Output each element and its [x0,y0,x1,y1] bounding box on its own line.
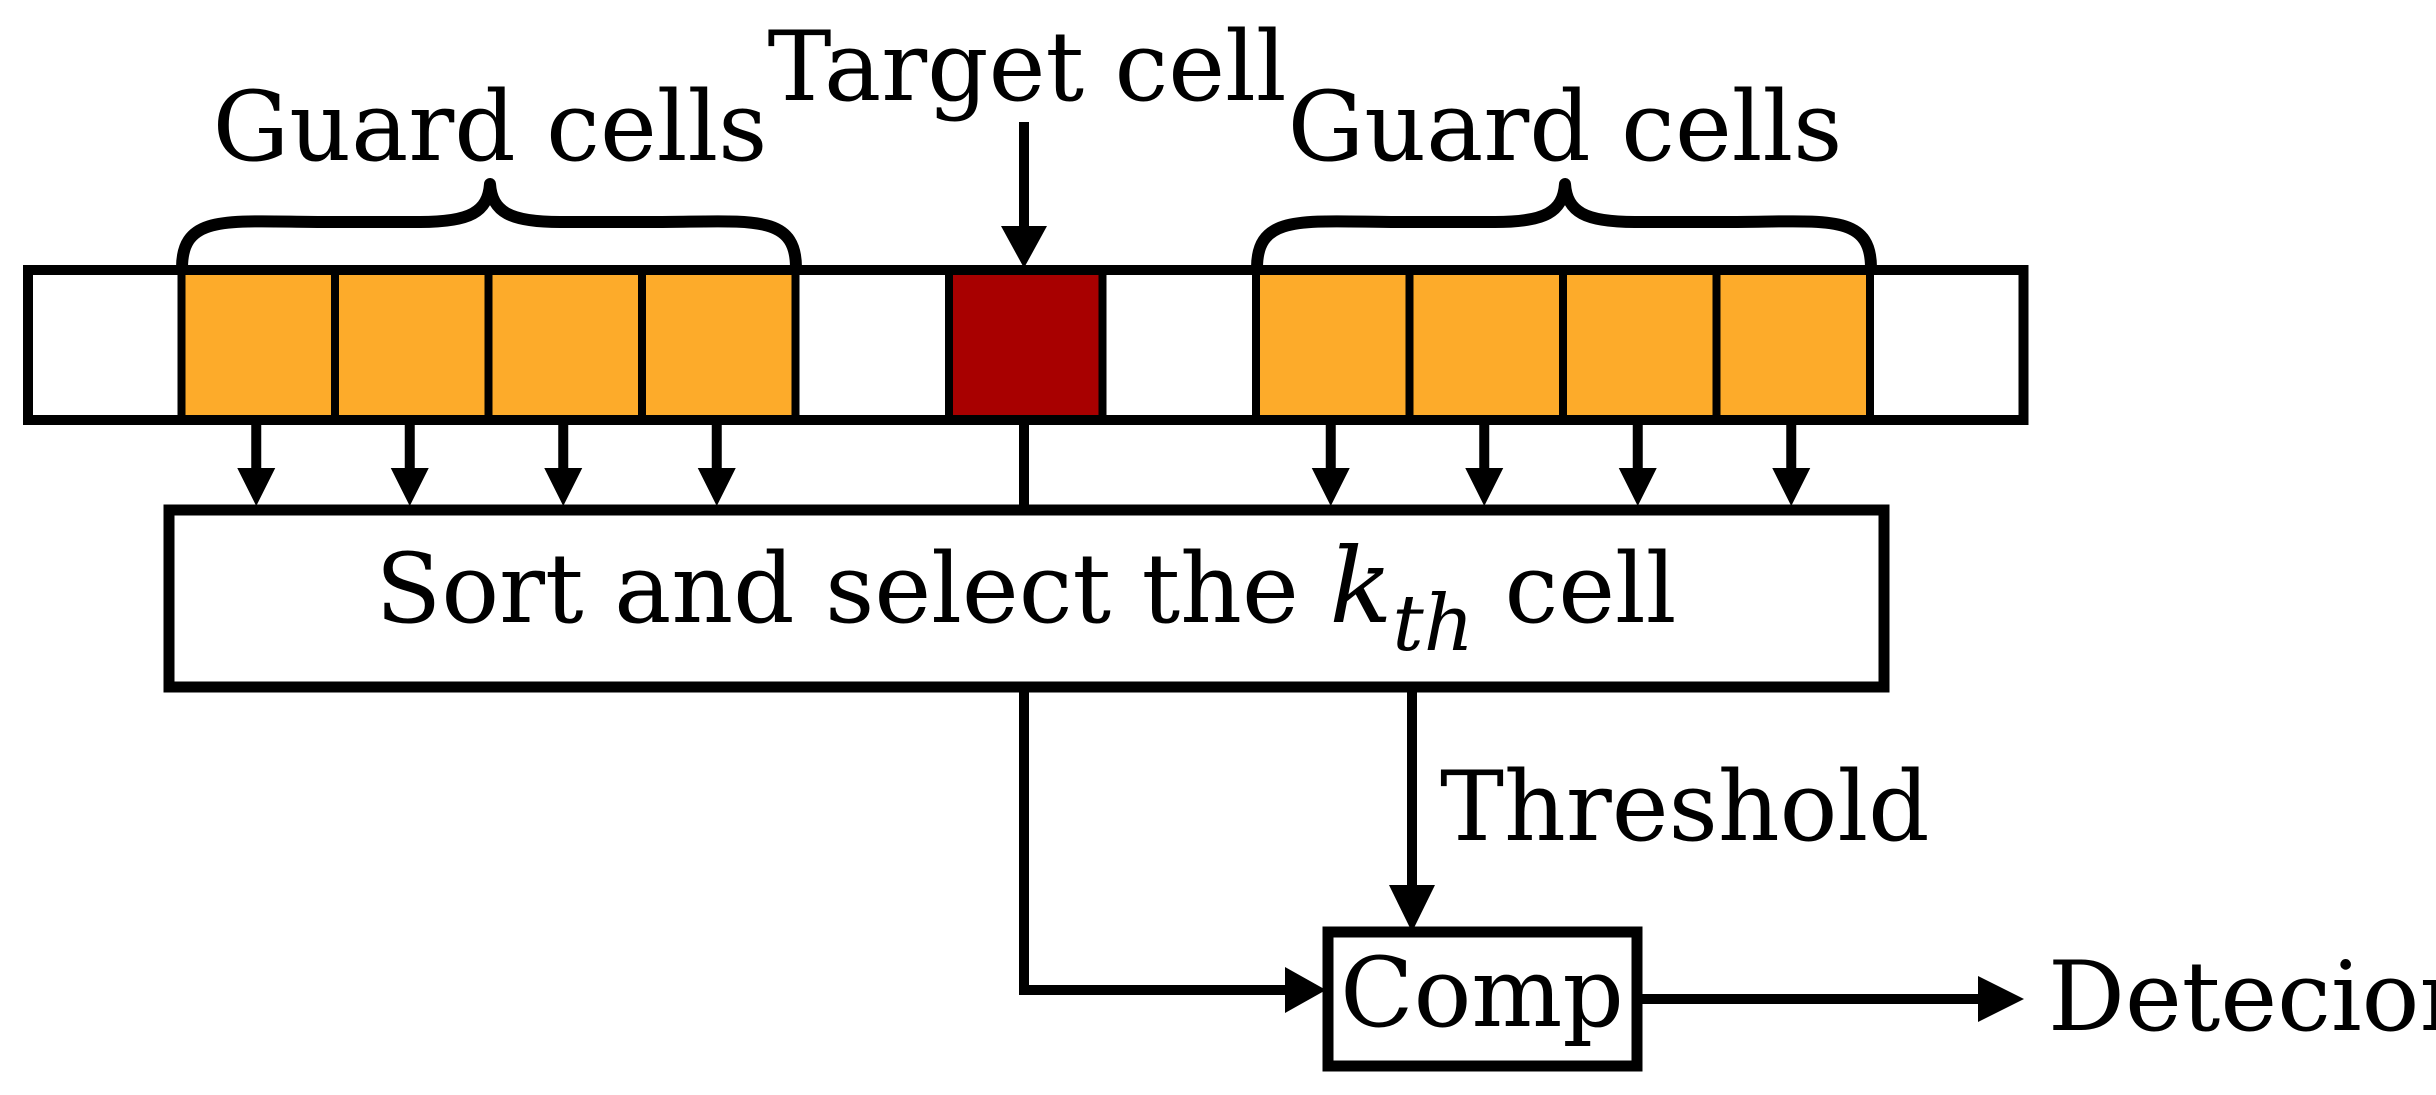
sort-select-box [163,504,1890,693]
sort-select-label: Sort and select the kth cell [376,525,1677,669]
guard-cell [484,266,646,424]
empty-cell [791,266,953,424]
guard-cell [177,266,339,424]
empty-cell [1866,266,2028,424]
guard-arrow-head [237,468,276,506]
guard-arrow-head [1772,468,1811,506]
empty-cell [24,266,186,424]
guard-cells-label-left: Guard cells [213,71,768,183]
guard-brace-right [1251,178,1877,274]
empty-cell [1098,266,1260,424]
guard-arrows [237,420,1811,506]
guard-cell [1712,266,1874,424]
guard-cells-label-right: Guard cells [1288,71,1843,183]
guard-cell [1559,266,1721,424]
comparator-box [1322,926,1643,1072]
detection-label: Detecion [2048,941,2436,1053]
cut-to-comp-line [1019,687,1290,995]
guard-cell [1405,266,1567,424]
output-arrow-head [1978,976,2024,1022]
guard-arrow-head [390,468,429,506]
cut-arrow-head [1285,967,1326,1013]
target-arrow-head [1001,226,1047,268]
guard-cell [331,266,493,424]
guard-arrow-head [697,468,736,506]
guard-cell [638,266,800,424]
guard-arrow-head [544,468,583,506]
guard-arrow-head [1311,468,1350,506]
cell-strip-border [23,265,2029,425]
target-cell [945,266,1107,424]
comparator-label: Comp [1340,937,1624,1049]
guard-arrow-head [1618,468,1657,506]
target-cell-label: Target cell [767,11,1286,123]
guard-arrow-head [1465,468,1504,506]
cell-strip [23,265,2029,425]
guard-cell [1252,266,1414,424]
threshold-label: Threshold [1440,751,1930,863]
threshold-arrow-head [1389,885,1435,932]
guard-brace-left [176,178,802,274]
